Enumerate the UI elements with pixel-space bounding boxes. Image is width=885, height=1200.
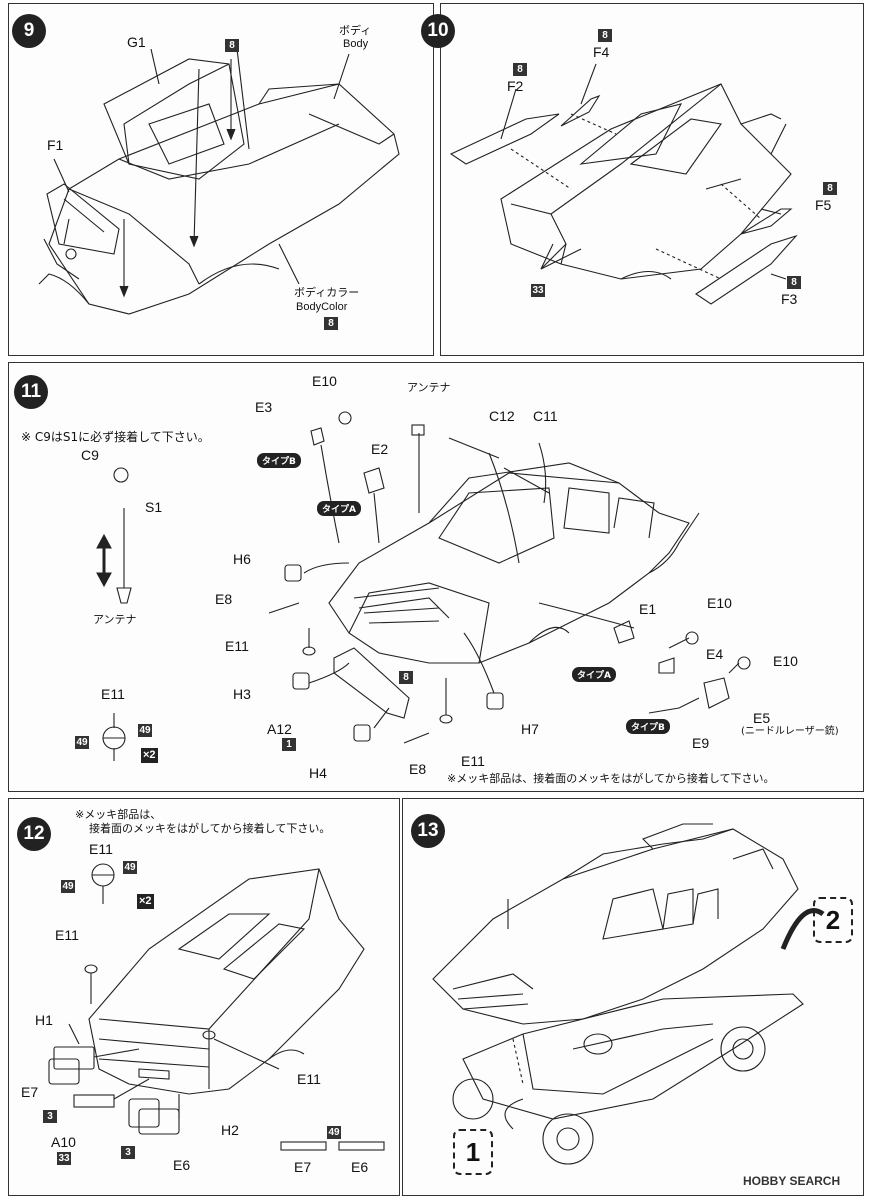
step-12-rear-illustration <box>48 863 385 1151</box>
part-e1-label: E1 <box>639 601 657 617</box>
color-badge-49b: 49 <box>138 724 152 737</box>
part-f4-label: F4 <box>593 44 610 60</box>
color-badge-g1: 8 <box>225 39 239 52</box>
step-11-car-illustration <box>96 411 751 761</box>
part-c11-label: C11 <box>533 408 558 424</box>
note-plating-12-line2: 接着面のメッキをはがしてから接着して下さい。 <box>89 822 331 835</box>
step-9-panel: 9 G1 8 ボディ Body F1 ボディカラー BodyColor 8 <box>8 3 434 356</box>
note-plating-12-line1: ※メッキ部品は、 <box>75 808 162 821</box>
part-e8-bottom-label: E8 <box>409 761 427 777</box>
type-b-badge-1: タイプB <box>257 453 301 468</box>
color-badge-3a: 3 <box>43 1110 57 1123</box>
color-badge-33: 33 <box>531 284 545 297</box>
color-badge-33-12: 33 <box>57 1152 71 1165</box>
step-10-body-illustration <box>449 63 798 305</box>
e5-note: (ニードルレーザー銃) <box>741 726 839 737</box>
e11-detail-label: E11 <box>101 686 125 702</box>
e11-detail-label-12: E11 <box>89 841 113 857</box>
part-h6-label: H6 <box>233 551 251 567</box>
color-badge-3b: 3 <box>121 1146 135 1159</box>
reference-step-1: 1 <box>453 1129 493 1175</box>
part-e11-a-label: E11 <box>55 927 79 943</box>
part-c12-label: C12 <box>489 408 515 424</box>
part-e9-label: E9 <box>692 735 710 751</box>
part-e6-label: E6 <box>173 1157 191 1173</box>
antenna-top-label: アンテナ <box>407 381 451 394</box>
bodycolor-en-label: BodyColor <box>296 301 348 313</box>
type-a-badge-1: タイプA <box>317 501 361 516</box>
body-jp-label: ボディ <box>339 24 372 37</box>
step-11-number: 11 <box>14 375 48 409</box>
part-e8-left-label: E8 <box>215 591 233 607</box>
color-badge-49a-12: 49 <box>61 880 75 893</box>
note-c9-s1: ※ C9はS1に必ず接着して下さい。 <box>21 430 210 444</box>
part-e11-b-label: E11 <box>297 1071 321 1087</box>
part-h3-label: H3 <box>233 686 251 702</box>
part-e11-mid-label: E11 <box>225 638 249 654</box>
reference-step-2: 2 <box>813 897 853 943</box>
color-badge-49a: 49 <box>75 736 89 749</box>
body-en-label: Body <box>343 38 369 50</box>
color-badge-49b-12: 49 <box>123 861 137 874</box>
quantity-x2-12: ×2 <box>137 894 154 909</box>
part-f3-label: F3 <box>781 291 798 307</box>
part-h4-label: H4 <box>309 765 327 781</box>
type-b-badge-2: タイプB <box>626 719 670 734</box>
color-badge-49c: 49 <box>327 1126 341 1139</box>
sticker-e7-label: E7 <box>294 1159 312 1175</box>
part-e10-right2-label: E10 <box>773 653 798 669</box>
step-12-panel: 12 ※メッキ部品は、 接着面のメッキをはがしてから接着して下さい。 E11 4… <box>8 798 400 1196</box>
part-e5-label: E5 <box>753 710 771 726</box>
bodycolor-jp-label: ボディカラー <box>294 286 360 299</box>
color-badge-body: 8 <box>399 671 413 684</box>
hobby-search-watermark: HOBBY SEARCH <box>743 1174 841 1188</box>
color-badge-a12: 1 <box>282 738 296 751</box>
part-f5-label: F5 <box>815 197 832 213</box>
part-s1-label: S1 <box>145 499 163 515</box>
note-plating-11: ※メッキ部品は、接着面のメッキをはがしてから接着して下さい。 <box>447 772 775 785</box>
color-badge-f2: 8 <box>513 63 527 76</box>
part-f1-label: F1 <box>47 137 64 153</box>
part-e10-right-label: E10 <box>707 595 732 611</box>
part-f2-label: F2 <box>507 78 524 94</box>
step-10-panel: 10 8 F4 8 F2 8 F5 8 F3 33 <box>421 3 864 356</box>
step-9-number: 9 <box>12 14 46 48</box>
part-e11-bottom-label: E11 <box>461 753 485 769</box>
part-h1-label: H1 <box>35 1012 53 1028</box>
step-13-number: 13 <box>411 814 445 848</box>
sticker-e6-label: E6 <box>351 1159 369 1175</box>
step-13-assembly-illustration <box>432 823 825 1165</box>
color-badge-f4: 8 <box>598 29 612 42</box>
step-10-number: 10 <box>421 14 455 48</box>
part-h2-label: H2 <box>221 1122 239 1138</box>
quantity-x2: ×2 <box>141 748 158 763</box>
color-badge-f3: 8 <box>787 276 801 289</box>
part-e3-label: E3 <box>255 399 273 415</box>
part-e7-label: E7 <box>21 1084 39 1100</box>
color-badge-bodycolor: 8 <box>324 317 338 330</box>
color-badge-f5: 8 <box>823 182 837 195</box>
part-h7-label: H7 <box>521 721 539 737</box>
part-a12-label: A12 <box>267 721 292 737</box>
antenna-left-label: アンテナ <box>93 613 137 626</box>
step-11-panel: 11 ※ C9はS1に必ず接着して下さい。 C9 S1 アンテナ E10 E3 … <box>8 362 864 792</box>
type-a-badge-2: タイプA <box>572 667 616 682</box>
step-9-body-illustration <box>38 48 400 315</box>
part-c9-label: C9 <box>81 447 99 463</box>
part-a10-label: A10 <box>51 1134 76 1150</box>
step-12-number: 12 <box>17 817 51 851</box>
part-e10-top-label: E10 <box>312 373 337 389</box>
part-e4-label: E4 <box>706 646 724 662</box>
part-g1-label: G1 <box>127 34 146 50</box>
part-e2-label: E2 <box>371 441 389 457</box>
step-13-panel: 13 1 2 HOBBY SEARCH <box>402 798 864 1196</box>
